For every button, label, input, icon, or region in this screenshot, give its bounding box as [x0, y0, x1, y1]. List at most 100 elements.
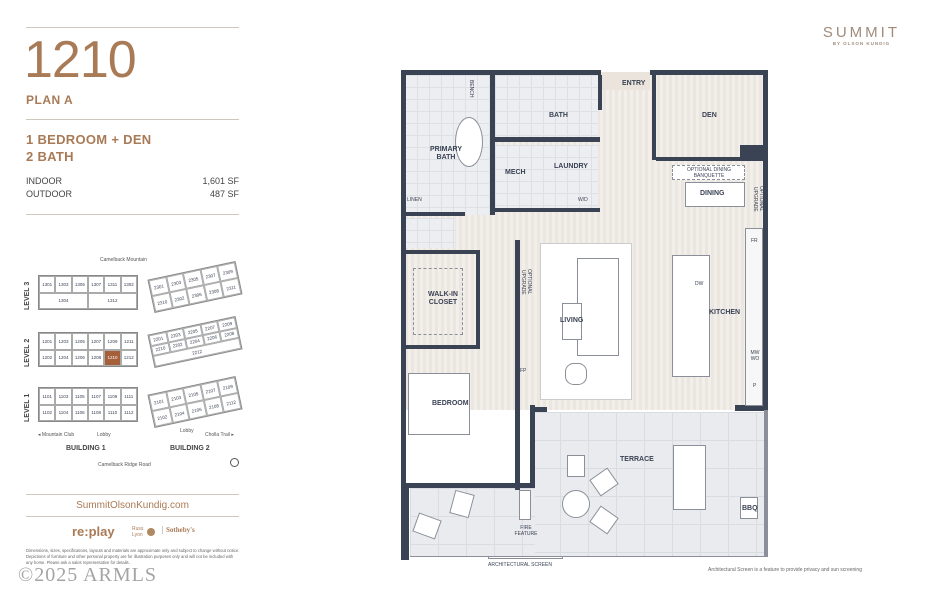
outdoor-label: OUTDOOR	[26, 189, 72, 199]
key-plan-unit: 1107	[87, 388, 105, 405]
room-label-terrace: TERRACE	[620, 456, 654, 463]
room-label-entry: ENTRY	[622, 80, 646, 87]
room-label-mech: MECH	[505, 169, 526, 176]
room-label-bench: BENCH	[468, 80, 474, 98]
unit-number: 1210	[24, 31, 137, 89]
wall	[401, 70, 601, 75]
wall	[495, 208, 600, 212]
room-label-optional-upgrade-2: OPTIONAL UPGRADE	[520, 269, 532, 295]
key-plan-unit: 1111	[120, 388, 137, 405]
terrace-floor	[532, 412, 765, 556]
wall	[476, 250, 480, 349]
appliance-label-pantry: P	[753, 383, 757, 389]
south-label: Camelback Ridge Road	[98, 462, 151, 468]
key-plan-unit: 1104	[55, 404, 72, 421]
appliance-label-dw: DW	[695, 281, 704, 287]
room-label-linen: LINEN	[407, 197, 422, 203]
bed	[408, 373, 470, 435]
fireplace-label: FP	[520, 368, 527, 374]
key-plan-unit: 1101	[39, 388, 56, 405]
sothebys-logo: Sotheby's	[162, 526, 195, 534]
divider	[26, 119, 239, 120]
room-label-bbq: BBQ	[742, 505, 758, 512]
indoor-label: INDOOR	[26, 176, 62, 186]
summit-logo: SUMMIT BY OLSON KUNDIG	[823, 24, 900, 46]
cholla-trail-label: Cholla Trail ▸	[205, 432, 234, 438]
russ-lyon-emblem-icon	[147, 528, 155, 536]
key-plan-unit: 1204	[55, 349, 72, 366]
sofa	[577, 258, 619, 356]
wall	[763, 70, 768, 410]
building-2-label: BUILDING 2	[170, 445, 210, 452]
website-link[interactable]: SummitOlsonKundig.com	[76, 500, 189, 511]
lobby-label: Lobby	[180, 428, 194, 434]
key-plan-unit: 1206	[71, 349, 88, 366]
key-plan-unit: 1211	[120, 333, 137, 350]
key-plan-unit: 2311	[220, 277, 242, 298]
key-plan-unit: 1108	[87, 404, 105, 421]
laundry-floor	[495, 145, 598, 211]
appliance-label-mw-wo: MW WO	[750, 350, 760, 362]
key-plan-unit: 1303	[55, 276, 72, 293]
wall	[495, 137, 600, 142]
coffee-table	[562, 303, 582, 340]
entry-floor	[600, 72, 650, 90]
divider	[26, 494, 239, 495]
wall	[530, 405, 535, 488]
primary-bath-floor	[405, 75, 493, 215]
bath-floor	[495, 75, 598, 140]
dining-banquette	[672, 165, 745, 180]
room-label-den: DEN	[702, 112, 717, 119]
wall	[740, 145, 765, 161]
key-plan-unit: 1106	[71, 404, 88, 421]
key-plan-unit: 1102	[39, 404, 56, 421]
key-plan-unit: 1304	[39, 292, 88, 309]
divider	[26, 516, 239, 517]
key-plan-unit: 1212	[120, 349, 137, 366]
indoor-value: 1,601 SF	[202, 176, 239, 186]
north-label: Camelback Mountain	[100, 257, 147, 263]
key-plan-unit-selected: 1210	[104, 349, 121, 366]
key-plan-unit: 1201	[39, 333, 56, 350]
fire-feature	[519, 490, 531, 520]
key-plan: Camelback Mountain LEVEL 3 LEVEL 2 LEVEL…	[0, 0, 260, 480]
key-plan-unit: 1109	[104, 388, 121, 405]
room-label-optional-upgrade: OPTIONAL UPGRADE	[752, 186, 764, 212]
watermark: ©2025 ARMLS	[18, 564, 157, 586]
room-label-laundry: LAUNDRY	[554, 163, 588, 170]
wall	[401, 485, 409, 560]
brand-name: SUMMIT	[822, 24, 900, 41]
room-label-dining: DINING	[700, 190, 725, 197]
key-plan-unit: 1112	[120, 404, 137, 421]
wall	[405, 345, 480, 349]
unit-type: 1 BEDROOM + DEN 2 BATH	[26, 131, 152, 165]
room-label-banquette: OPTIONAL DINING BANQUETTE	[687, 167, 731, 179]
building-1-label: BUILDING 1	[66, 445, 106, 452]
room-label-primary-bath: PRIMARY BATH	[429, 146, 463, 161]
key-plan-unit: 1103	[55, 388, 72, 405]
key-plan-unit: 1202	[39, 349, 56, 366]
wall	[650, 70, 768, 75]
key-plan-unit: 1307	[87, 276, 105, 293]
divider	[26, 27, 239, 28]
wall	[652, 75, 656, 160]
key-plan-unit: 1205	[71, 333, 88, 350]
key-plan-unit: 1105	[71, 388, 88, 405]
wall	[535, 407, 547, 412]
level-3-label: LEVEL 3	[24, 281, 31, 310]
key-plan-unit: 1311	[104, 276, 121, 293]
dining-table	[685, 182, 745, 207]
wall	[490, 75, 495, 215]
architectural-screen-label: ARCHITECTURAL SCREEN	[488, 562, 552, 568]
wall	[401, 70, 406, 490]
outdoor-value: 487 SF	[209, 189, 239, 199]
key-plan-unit: 1305	[71, 276, 88, 293]
key-plan-unit: 1301	[39, 276, 56, 293]
russ-lyon-logo: Russ Lyon	[132, 526, 144, 538]
room-label-kitchen: KITCHEN	[709, 309, 741, 316]
key-plan-unit: 1312	[88, 292, 137, 309]
